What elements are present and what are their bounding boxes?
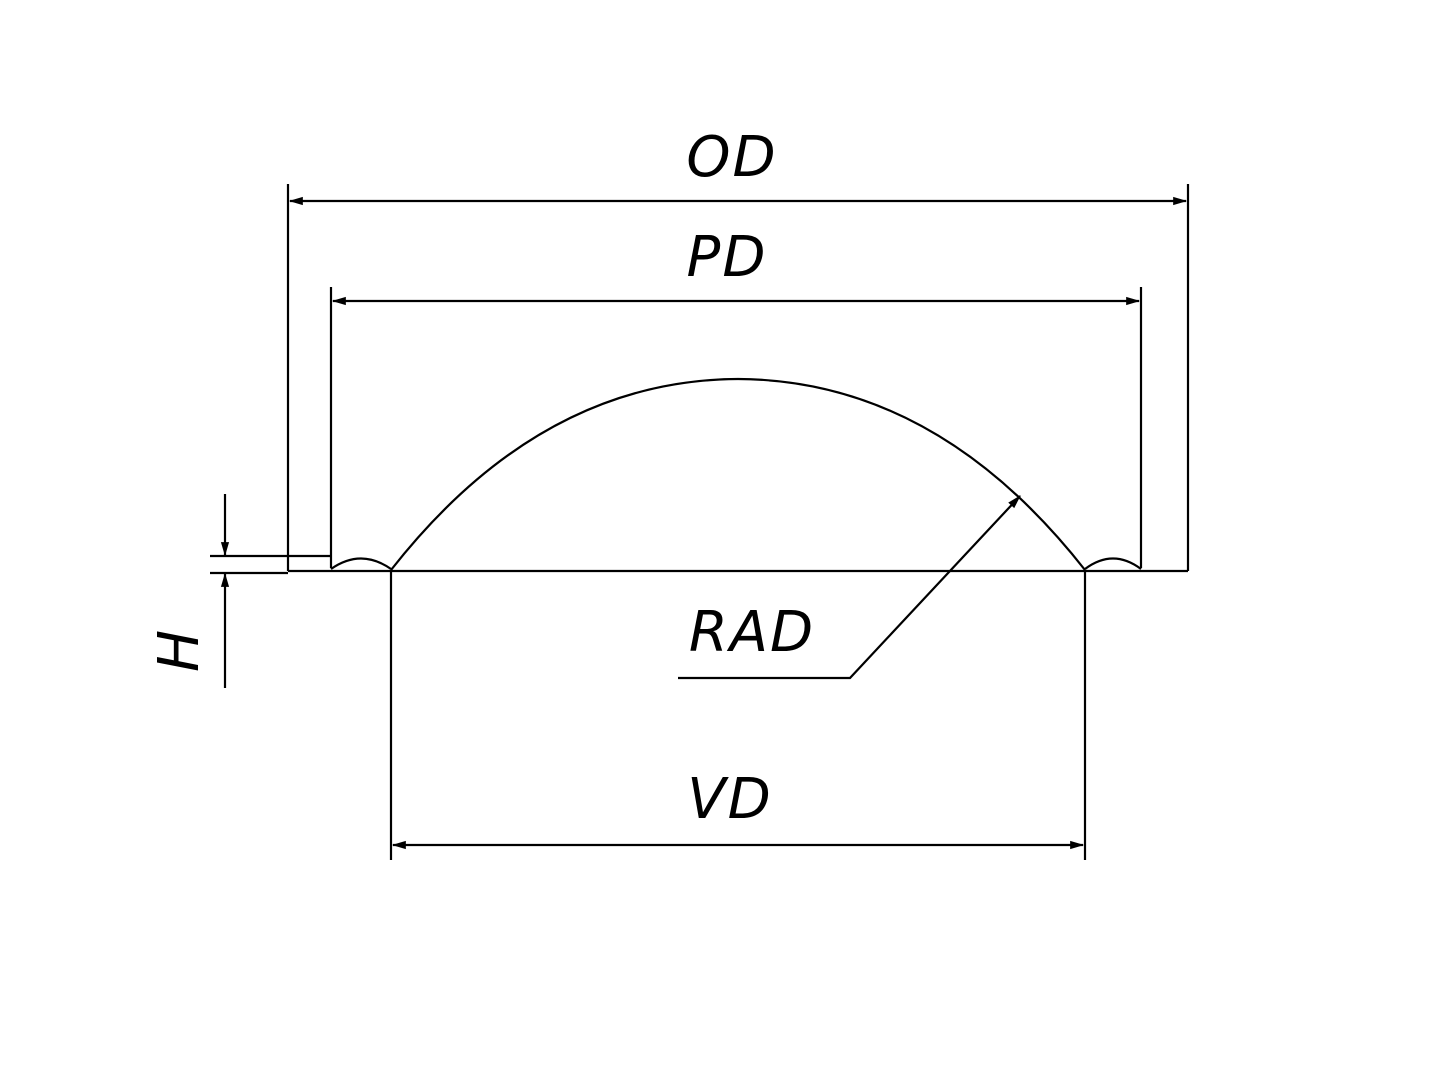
h-label: H (147, 628, 212, 672)
rad-label: RAD (689, 600, 815, 665)
pd-label: PD (687, 225, 768, 290)
bead-left (330, 557, 392, 570)
rad-leader-line (678, 495, 1021, 680)
vd-label: VD (687, 767, 772, 832)
od-label: OD (686, 125, 777, 190)
bead-right (1084, 557, 1142, 570)
dome-arc (390, 377, 1086, 571)
